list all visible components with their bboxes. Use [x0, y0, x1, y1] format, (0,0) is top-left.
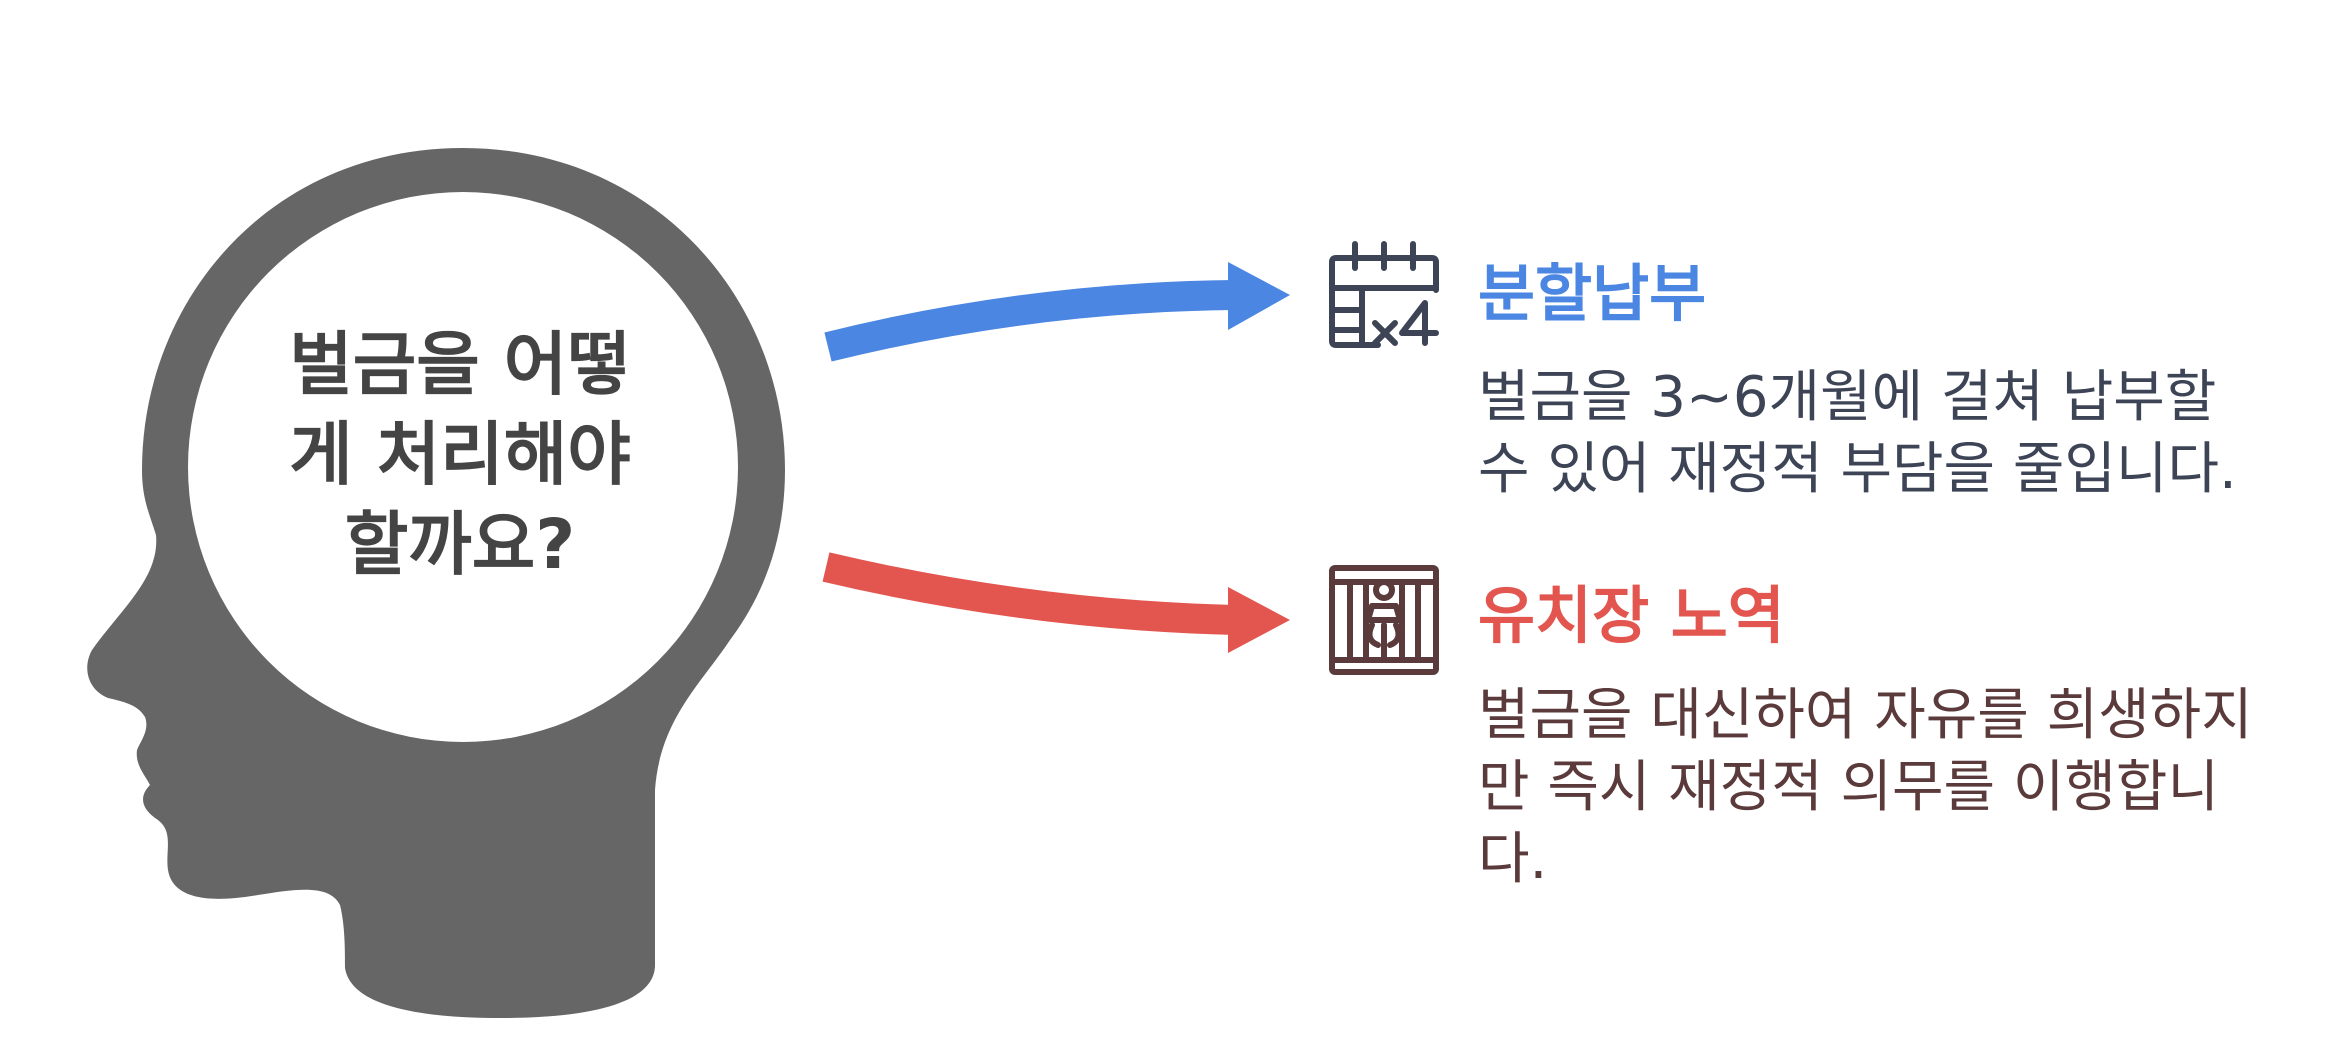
question-line-2: 게 처리해야 — [289, 415, 631, 495]
option-2-title: 유치장 노역 — [1478, 579, 1785, 652]
question-line-1: 벌금을 어떻 — [289, 325, 631, 405]
question-text: 벌금을 어떻 게 처리해야 할까요? — [240, 315, 680, 595]
arrow-head-1 — [1228, 262, 1290, 330]
arrow-head-2 — [1228, 587, 1290, 653]
option-1-description: 벌금을 3~6개월에 걸쳐 납부할 수 있어 재정적 부담을 줄입니다. — [1478, 365, 2237, 502]
calendar-x4-icon — [1329, 241, 1439, 348]
thought-circle — [188, 192, 738, 742]
arrow-to-option-2 — [822, 552, 1236, 635]
option-1-title: 분할납부 — [1478, 257, 1707, 330]
jail-icon — [1329, 565, 1439, 675]
option-2-description: 벌금을 대신하여 자유를 희생하지만 즉시 재정적 의무를 이행합니다. — [1478, 683, 2253, 892]
arrow-to-option-1 — [824, 280, 1236, 362]
question-line-3: 할까요? — [344, 505, 576, 585]
